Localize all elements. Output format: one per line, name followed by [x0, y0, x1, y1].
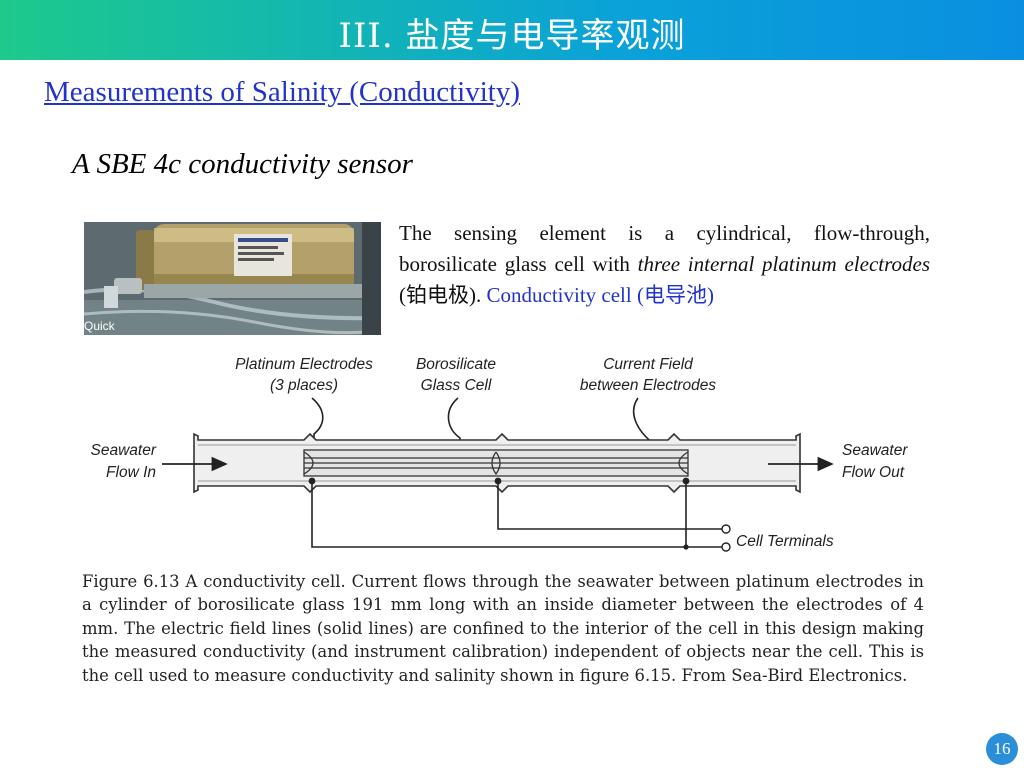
label-flow-in-2: Flow In — [106, 464, 156, 481]
glass-cell — [303, 449, 689, 477]
label-flow-out-2: Flow Out — [842, 464, 905, 481]
label-flow-in-1: Seawater — [91, 442, 157, 459]
desc-text-1: The sensing element is a cylindrical, fl… — [399, 221, 930, 276]
page-number-badge: 16 — [986, 733, 1018, 765]
desc-text-4: ) — [706, 283, 714, 307]
label-field-2: between Electrodes — [580, 377, 716, 394]
desc-text-2: ( — [399, 283, 406, 307]
label-platinum-2: (3 places) — [270, 377, 338, 394]
label-glass-2: Glass Cell — [421, 377, 492, 394]
label-flow-out-1: Seawater — [842, 442, 908, 459]
desc-electrodes-italic: three internal platinum electrodes — [637, 252, 930, 276]
desc-text-3: ). — [469, 283, 487, 307]
photo-overlay-text: Quick — [84, 319, 115, 333]
pointer-electrodes — [311, 397, 324, 444]
sensor-description: The sensing element is a cylindrical, fl… — [399, 218, 930, 336]
slide-title: III. 盐度与电导率观测 — [338, 16, 686, 56]
sensor-photo: Quick — [84, 222, 381, 335]
sensor-subtitle: A SBE 4c conductivity sensor — [72, 148, 413, 180]
conductivity-cell-diagram: Platinum Electrodes (3 places) Borosilic… — [91, 356, 908, 552]
figure-caption: Figure 6.13 A conductivity cell. Current… — [82, 572, 924, 685]
desc-conductivity-cell-chinese: 电导池 — [643, 283, 707, 307]
sbe4c-sensor-image — [84, 222, 381, 335]
desc-electrode-chinese: 铂电极 — [406, 283, 469, 307]
terminal-wires — [311, 481, 722, 548]
label-field-1: Current Field — [603, 356, 694, 373]
terminal-1 — [721, 524, 731, 534]
header-bar: III. 盐度与电导率观测 — [0, 0, 1024, 60]
label-glass-1: Borosilicate — [416, 356, 496, 373]
terminal-2 — [721, 542, 731, 552]
label-cell-terminals: Cell Terminals — [736, 533, 834, 550]
desc-conductivity-cell: Conductivity cell ( — [486, 283, 644, 307]
section-title-link[interactable]: Measurements of Salinity (Conductivity) — [44, 76, 521, 108]
pointer-glass — [447, 397, 461, 448]
label-platinum-1: Platinum Electrodes — [235, 356, 373, 373]
